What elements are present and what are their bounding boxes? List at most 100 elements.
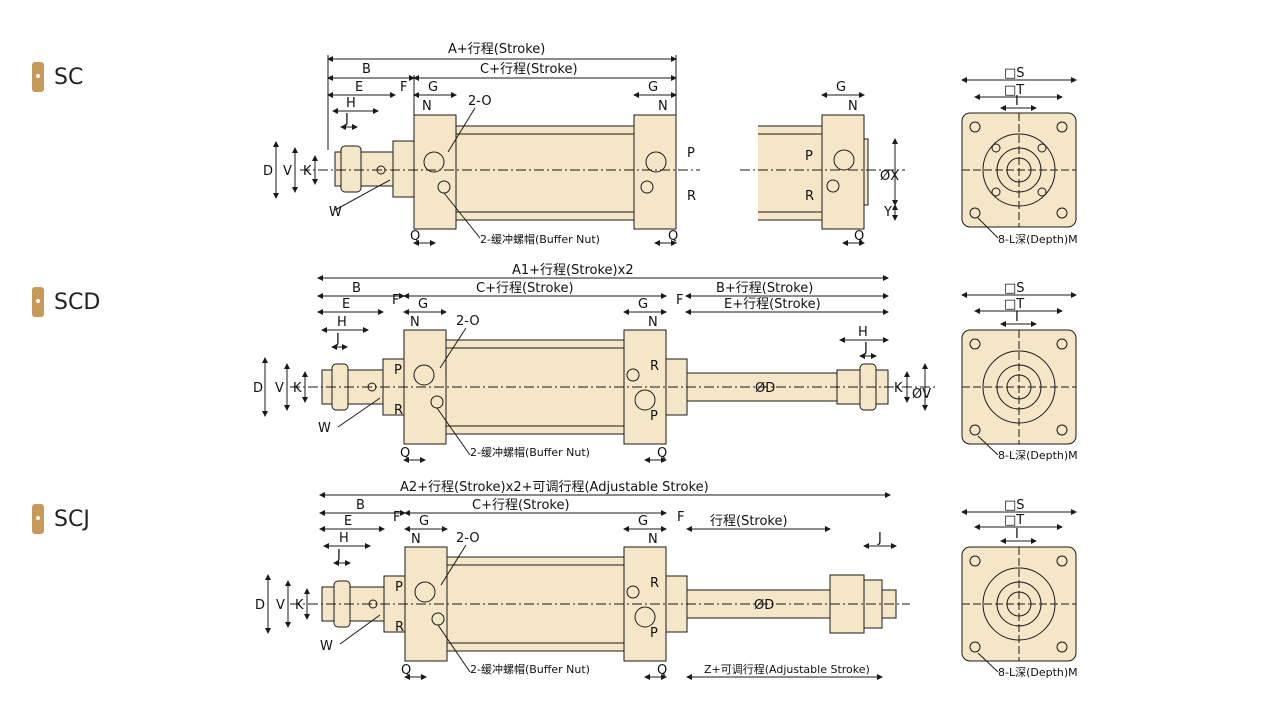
sc-rear-drawing <box>740 92 905 246</box>
dim-k: K <box>295 598 304 613</box>
dim-n2: N <box>658 99 668 114</box>
dim-g2: G <box>648 80 658 95</box>
scd-end-drawing <box>961 292 1077 456</box>
series-name: SCD <box>54 289 101 315</box>
scd-end-labels: □S □T I 8-L深(Depth)M <box>998 281 1078 462</box>
dim-r: R <box>805 189 814 204</box>
dim-j: J <box>336 548 341 563</box>
dim-a: A+行程(Stroke) <box>448 42 545 57</box>
dim-r2: R <box>650 359 659 374</box>
dim-n: N <box>410 315 420 330</box>
dim-i: I <box>1015 527 1019 542</box>
dim-w: W <box>320 639 333 654</box>
dim-e: E <box>342 297 350 312</box>
dim-j: J <box>344 112 349 127</box>
dim-t: □T <box>1004 297 1024 312</box>
dim-k: K <box>293 381 302 396</box>
dim-g: G <box>428 80 438 95</box>
dim-r: R <box>687 189 696 204</box>
dim-v: V <box>275 381 284 396</box>
dim-f: F <box>392 293 399 308</box>
dim-b-stroke: B+行程(Stroke) <box>716 281 813 296</box>
tapped-holes-label: 8-L深(Depth)M <box>998 666 1078 679</box>
dim-n2: N <box>648 315 658 330</box>
series-badge <box>32 504 44 534</box>
dim-j: J <box>335 332 340 347</box>
dim-d: D <box>255 598 265 613</box>
dim-k2: K <box>894 381 903 396</box>
dim-q2: Q <box>657 663 667 678</box>
dim-v: V <box>283 164 292 179</box>
dim-p: P <box>805 149 813 164</box>
dim-s: □S <box>1004 281 1025 296</box>
dim-n: N <box>848 99 858 114</box>
sc-side-labels: A+行程(Stroke) B C+行程(Stroke) E F G G H J … <box>263 42 696 246</box>
dim-g2: G <box>638 514 648 529</box>
series-label-scd: SCD <box>32 287 100 317</box>
dim-z: Z+可调行程(Adjustable Stroke) <box>704 663 870 676</box>
dim-b: B <box>362 62 371 77</box>
series-label-sc: SC <box>32 62 83 92</box>
dim-n: N <box>422 99 432 114</box>
dim-c: C+行程(Stroke) <box>480 62 578 77</box>
sc-rear-labels: G N P R ØX Y Q <box>805 80 899 244</box>
dim-h2: H <box>858 325 868 340</box>
scj-side-drawing <box>265 492 910 680</box>
dim-g2: G <box>638 297 648 312</box>
dim-w: W <box>318 421 331 436</box>
dim-d: D <box>253 381 263 396</box>
dim-q: Q <box>400 446 410 461</box>
buffer-nut-label: 2-缓冲螺帽(Buffer Nut) <box>480 232 600 246</box>
dim-x: ØX <box>880 169 899 184</box>
scd-side-labels: A1+行程(Stroke)x2 B C+行程(Stroke) B+行程(Stro… <box>253 263 931 461</box>
dim-r: R <box>395 620 404 635</box>
dim-a1: A1+行程(Stroke)x2 <box>512 263 634 278</box>
dim-t: □T <box>1004 513 1024 528</box>
dim-e: E <box>344 514 352 529</box>
dim-od: ØD <box>755 381 775 396</box>
dim-s: □S <box>1004 498 1025 513</box>
buffer-nut-label: 2-缓冲螺帽(Buffer Nut) <box>470 445 590 459</box>
dim-a2: A2+行程(Stroke)x2+可调行程(Adjustable Stroke) <box>400 480 709 495</box>
dim-g: G <box>419 514 429 529</box>
dim-f2: F <box>676 293 683 308</box>
series-name: SC <box>54 64 84 90</box>
scj-end-labels: □S □T I 8-L深(Depth)M <box>998 498 1078 679</box>
series-label-scj: SCJ <box>32 504 90 534</box>
dim-e: E <box>355 80 363 95</box>
dim-c: C+行程(Stroke) <box>472 498 570 513</box>
port-label: 2-O <box>456 314 480 329</box>
dim-t: □T <box>1004 83 1024 98</box>
dim-n: N <box>411 532 421 547</box>
dim-p: P <box>395 580 403 595</box>
dim-r: R <box>394 403 403 418</box>
dim-j2: J <box>877 531 882 546</box>
buffer-nut-label: 2-缓冲螺帽(Buffer Nut) <box>470 662 590 676</box>
series-badge <box>32 287 44 317</box>
dim-q2: Q <box>657 446 667 461</box>
sc-end-drawing <box>961 77 1077 239</box>
scj-end-drawing <box>961 509 1077 673</box>
dim-h: H <box>337 315 347 330</box>
scj-side-labels: A2+行程(Stroke)x2+可调行程(Adjustable Stroke) … <box>255 480 882 678</box>
dim-p: P <box>394 363 402 378</box>
dim-h: H <box>339 531 349 546</box>
series-name: SCJ <box>54 506 90 532</box>
dim-v2: ØV <box>912 387 931 402</box>
dim-q: Q <box>854 229 864 244</box>
tapped-holes-label: 8-L深(Depth)M <box>998 449 1078 462</box>
dim-p2: P <box>650 626 658 641</box>
dim-i: I <box>1015 310 1019 325</box>
dim-q: Q <box>410 229 420 244</box>
dim-n2: N <box>648 532 658 547</box>
dim-stroke: 行程(Stroke) <box>710 514 788 529</box>
dim-j2: J <box>863 341 868 356</box>
dim-q: Q <box>401 663 411 678</box>
dim-w: W <box>329 205 342 220</box>
dim-d: D <box>263 164 273 179</box>
port-label: 2-O <box>456 531 480 546</box>
dim-v: V <box>276 598 285 613</box>
dim-od: ØD <box>754 598 774 613</box>
sc-end-labels: □S □T I 8-L深(Depth)M <box>998 66 1078 246</box>
